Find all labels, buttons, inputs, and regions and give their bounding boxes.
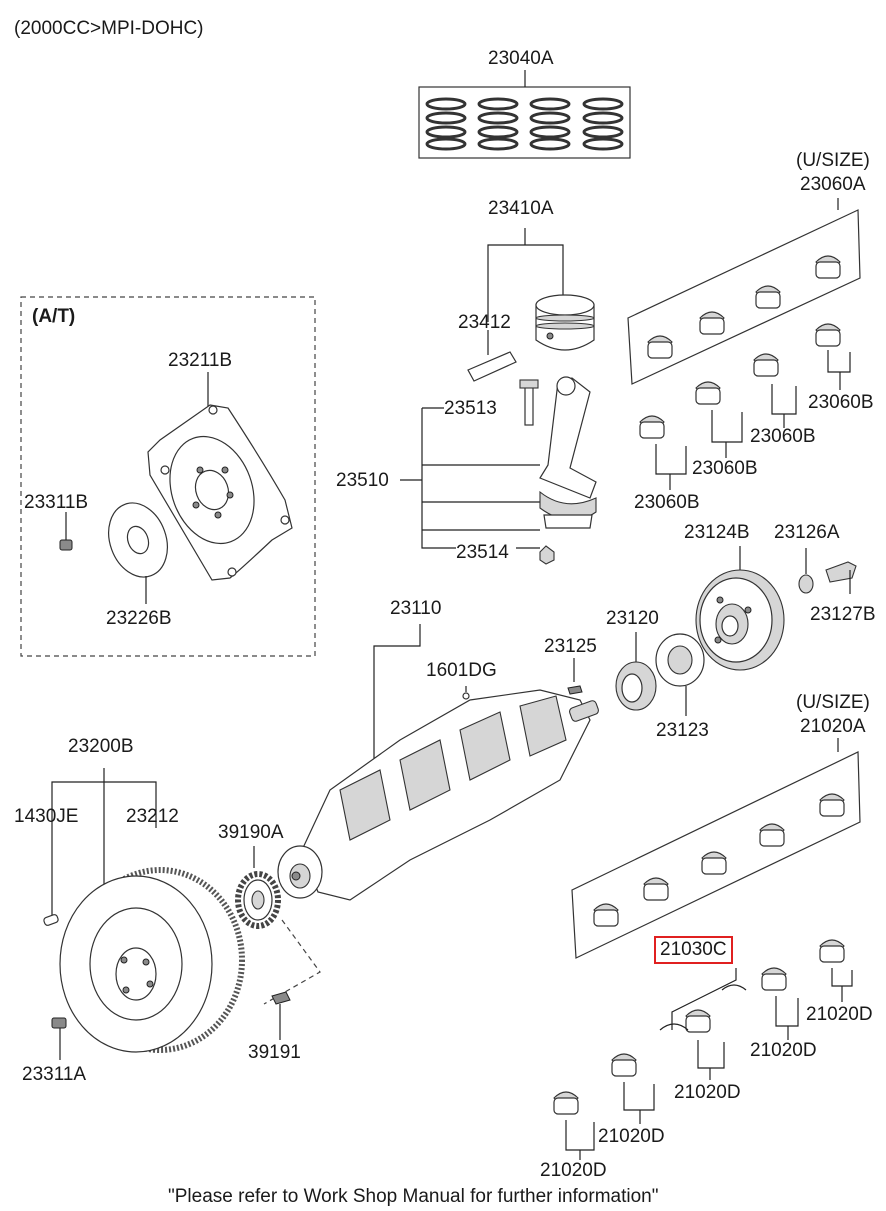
crankshaft-drawing <box>277 624 599 901</box>
part-label-21030C-highlighted[interactable]: 21030C <box>654 936 733 964</box>
part-label-23060B-2[interactable]: 23060B <box>750 426 816 447</box>
sprocket-drawing <box>567 632 705 716</box>
at-group-label: (A/T) <box>32 306 76 327</box>
usize-label-bottom: (U/SIZE) <box>796 692 870 713</box>
part-label-1601DG[interactable]: 1601DG <box>426 660 497 681</box>
part-label-23126A[interactable]: 23126A <box>774 522 840 543</box>
part-label-23040A[interactable]: 23040A <box>488 48 554 69</box>
main-bearings-upper-drawing <box>627 198 861 490</box>
part-label-23110[interactable]: 23110 <box>390 598 442 619</box>
part-label-21020D-5[interactable]: 21020D <box>540 1160 607 1181</box>
part-label-23211B[interactable]: 23211B <box>168 350 233 371</box>
part-label-23060B-4[interactable]: 23060B <box>634 492 700 513</box>
part-label-23311B[interactable]: 23311B <box>24 492 89 513</box>
part-label-23060A[interactable]: 23060A <box>800 174 866 195</box>
pulley-drawing <box>695 546 857 671</box>
part-label-23514[interactable]: 23514 <box>456 542 509 563</box>
flywheel-drawing <box>43 768 245 1060</box>
part-label-23060B-3[interactable]: 23060B <box>692 458 758 479</box>
part-label-23412[interactable]: 23412 <box>458 312 511 333</box>
at-drive-plate-drawing <box>20 296 316 657</box>
part-label-23123[interactable]: 23123 <box>656 720 709 741</box>
part-label-23212[interactable]: 23212 <box>126 806 179 827</box>
part-label-23226B[interactable]: 23226B <box>106 608 172 629</box>
piston-rings-drawing <box>418 70 631 159</box>
part-label-23510[interactable]: 23510 <box>336 470 389 491</box>
part-label-23120[interactable]: 23120 <box>606 608 659 629</box>
sensor-ring-drawing <box>235 846 321 1040</box>
part-label-1430JE[interactable]: 1430JE <box>14 806 79 827</box>
part-label-21020D-4[interactable]: 21020D <box>598 1126 665 1147</box>
part-label-23060B-1[interactable]: 23060B <box>808 392 874 413</box>
part-label-23410A[interactable]: 23410A <box>488 198 554 219</box>
part-label-23125[interactable]: 23125 <box>544 636 597 657</box>
part-label-21020A[interactable]: 21020A <box>800 716 866 737</box>
part-label-39190A[interactable]: 39190A <box>218 822 284 843</box>
part-label-39191[interactable]: 39191 <box>248 1042 301 1063</box>
footer-note: "Please refer to Work Shop Manual for fu… <box>168 1186 659 1207</box>
connecting-rod-drawing <box>400 376 597 565</box>
part-label-21020D-2[interactable]: 21020D <box>750 1040 817 1061</box>
part-label-23127B[interactable]: 23127B <box>810 604 876 625</box>
engine-spec-title: (2000CC>MPI-DOHC) <box>14 18 204 39</box>
part-label-23200B[interactable]: 23200B <box>68 736 134 757</box>
part-label-23311A[interactable]: 23311A <box>22 1064 87 1085</box>
usize-label-top: (U/SIZE) <box>796 150 870 171</box>
part-label-23124B[interactable]: 23124B <box>684 522 750 543</box>
part-label-23513[interactable]: 23513 <box>444 398 497 419</box>
main-bearings-lower-drawing <box>553 738 861 1160</box>
part-label-21020D-3[interactable]: 21020D <box>674 1082 741 1103</box>
piston-drawing <box>467 228 595 382</box>
part-label-21020D-1[interactable]: 21020D <box>806 1004 873 1025</box>
